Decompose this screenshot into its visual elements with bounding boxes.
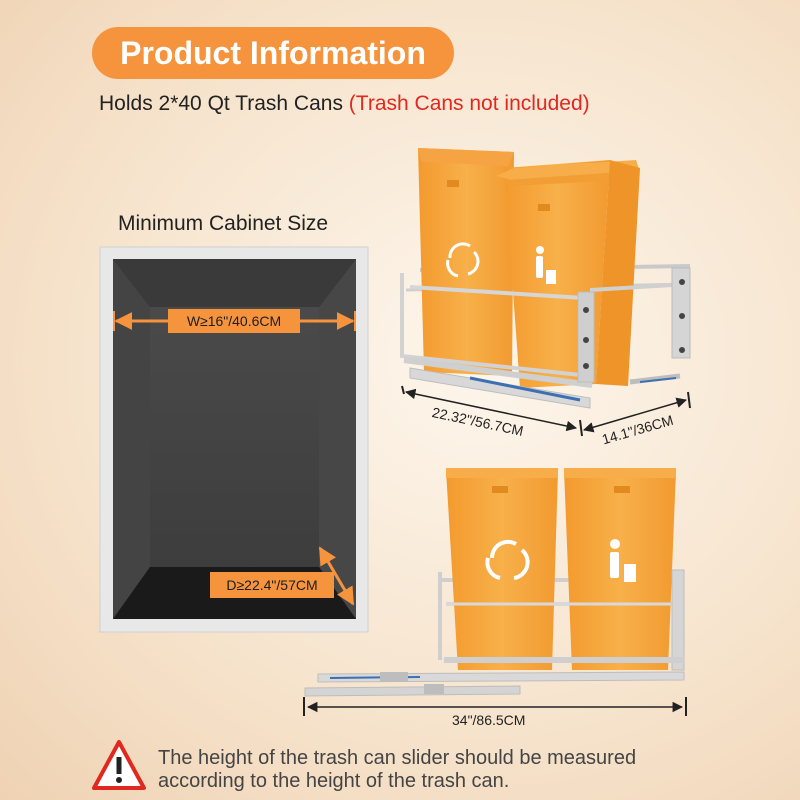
trash-person-icon [536,246,556,284]
product-drawing-bottom [303,468,687,716]
trash-person-icon [610,539,636,582]
product-drawing-top [400,148,691,437]
warning-line-1: The height of the trash can slider shoul… [158,747,637,769]
capacity-text: Holds 2*40 Qt Trash Cans (Trash Cans not… [99,92,590,116]
capacity-main: Holds 2*40 Qt Trash Cans [99,92,343,115]
cabinet-title: Minimum Cabinet Size [118,212,329,235]
warning-line-2: according to the height of the trash can… [158,770,510,792]
page-title: Product Information [92,27,454,79]
extended-length-label: 34"/86.5CM [452,712,526,728]
warning-note: The height of the trash can slider shoul… [158,747,758,793]
cabinet-depth-label: D≥22.4"/57CM [210,572,334,598]
recycle-icon [485,539,530,580]
cabinet-width-label: W≥16"/40.6CM [168,309,300,333]
warning-icon [92,740,146,790]
recycle-icon [446,242,480,278]
capacity-note: (Trash Cans not included) [348,92,590,115]
